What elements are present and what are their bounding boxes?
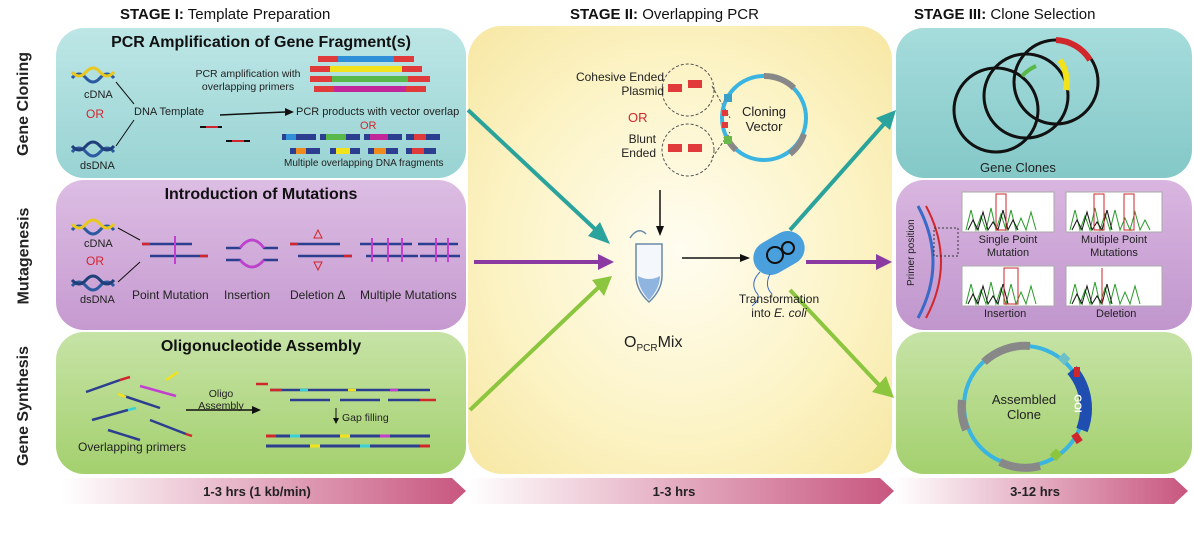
stage-1-title: STAGE I: Template Preparation: [120, 6, 331, 23]
single-point-label: Single Point Mutation: [978, 234, 1038, 259]
time-arrow-1: [62, 478, 466, 504]
arrow-green: [468, 276, 612, 412]
arrow-to-mutations: [806, 254, 892, 270]
point-mutation-label: Point Mutation: [132, 288, 209, 302]
gene-synthesis-panel: [56, 332, 466, 474]
mutagenesis-title: Introduction of Mutations: [164, 186, 358, 203]
multiple-point-label: Multiple Point Mutations: [1080, 234, 1148, 259]
chromatogram-single-point: [961, 191, 1055, 233]
arrow-teal: [466, 108, 610, 244]
opcr-mix-label: OPCRMix: [624, 334, 683, 355]
dsdna-label-2: dsDNA: [80, 294, 115, 306]
arrow-purple: [474, 254, 614, 270]
dsdna-label: dsDNA: [80, 160, 115, 172]
pcr-products: [310, 56, 430, 92]
gap-filled-duplex: [266, 434, 430, 448]
multiple-fragments-label: Multiple overlapping DNA fragments: [284, 158, 444, 169]
time-label-stage3: 3-12 hrs: [1010, 483, 1060, 499]
loose-oligos: [85, 370, 193, 442]
cloning-vector-icon: [720, 72, 808, 162]
stage-2-title: STAGE II: Overlapping PCR: [570, 6, 759, 23]
blunt-ended-label: Blunt Ended: [621, 132, 656, 160]
insertion-graphic: [226, 238, 278, 269]
assembled-clone-panel: [896, 332, 1192, 474]
chromatogram-multiple-point: [1065, 191, 1163, 233]
stage-2-panel: [468, 26, 892, 474]
gene-clones-plasmids-icon: [952, 37, 1100, 154]
insertion-label: Insertion: [224, 288, 271, 302]
or-label-4: OR: [628, 110, 648, 125]
or-label-3: OR: [86, 254, 104, 268]
gene-cloning-title: PCR Amplification of Gene Fragment(s): [111, 34, 411, 51]
cdna-helix-icon-2: [70, 218, 116, 236]
ecoli-bacterium-icon: [751, 230, 805, 307]
time-arrow-3: [896, 478, 1188, 504]
synthesis-title: Oligonucleotide Assembly: [160, 338, 362, 355]
dsdna-helix-icon-2: [70, 274, 116, 292]
cdna-helix-icon: [70, 66, 116, 84]
pcr-products-label: PCR products with vector overlap: [296, 106, 460, 118]
blunt-ends-icon: [668, 144, 702, 152]
overlapping-primers-label: Overlapping primers: [78, 440, 187, 454]
or-label-2: OR: [360, 120, 377, 132]
cohesive-ends-icon: [668, 80, 702, 92]
time-arrow-2: [468, 478, 894, 504]
assembled-oligos: [256, 382, 436, 402]
arrow-to-clones: [788, 110, 896, 232]
gene-clones-label: Gene Clones: [980, 160, 1056, 175]
chromatogram-deletion: [1065, 265, 1163, 307]
insertion-result-label: Insertion: [984, 308, 1027, 320]
gap-filling-label: Gap filling: [342, 412, 389, 424]
multiple-mutations-graphic: [360, 238, 460, 262]
cdna-label: cDNA: [84, 89, 113, 101]
chromatogram-insertion: [961, 265, 1055, 307]
cohesive-plasmid-label: Cohesive Ended Plasmid: [575, 70, 664, 98]
transformation-label: Transformation into E. coli: [738, 292, 820, 320]
dna-template-label: DNA Template: [134, 106, 205, 118]
stage-3-title: STAGE III: Clone Selection: [914, 6, 1096, 23]
pcr-amplification-label: PCR amplification with overlapping prime…: [195, 68, 301, 93]
deletion-result-label: Deletion: [1096, 308, 1137, 320]
or-label: OR: [86, 107, 104, 121]
point-mutation-graphic: [142, 236, 208, 264]
overlapping-fragments: [282, 134, 440, 154]
deletion-label: Deletion Δ: [290, 288, 346, 302]
cloning-vector-label: Cloning Vector: [741, 104, 787, 134]
assembled-clone-plasmid-icon: [957, 341, 1092, 472]
multiple-mutations-label: Multiple Mutations: [360, 288, 457, 302]
oligo-assembly-label: Oligo Assembly: [198, 388, 244, 412]
deletion-graphic: [290, 228, 352, 272]
gene-clones-panel: [896, 28, 1192, 178]
cdna-label-2: cDNA: [84, 238, 113, 250]
primer-position-icon: [916, 205, 959, 319]
time-label-stage1: 1-3 hrs (1 kb/min): [203, 483, 311, 499]
pcr-tube-icon: [629, 230, 663, 304]
assembled-clone-label: Assembled Clone: [991, 392, 1057, 422]
arrow-to-assembled: [788, 288, 894, 398]
dsdna-helix-icon: [70, 140, 116, 158]
time-label-stage2: 1-3 hrs: [652, 483, 696, 499]
